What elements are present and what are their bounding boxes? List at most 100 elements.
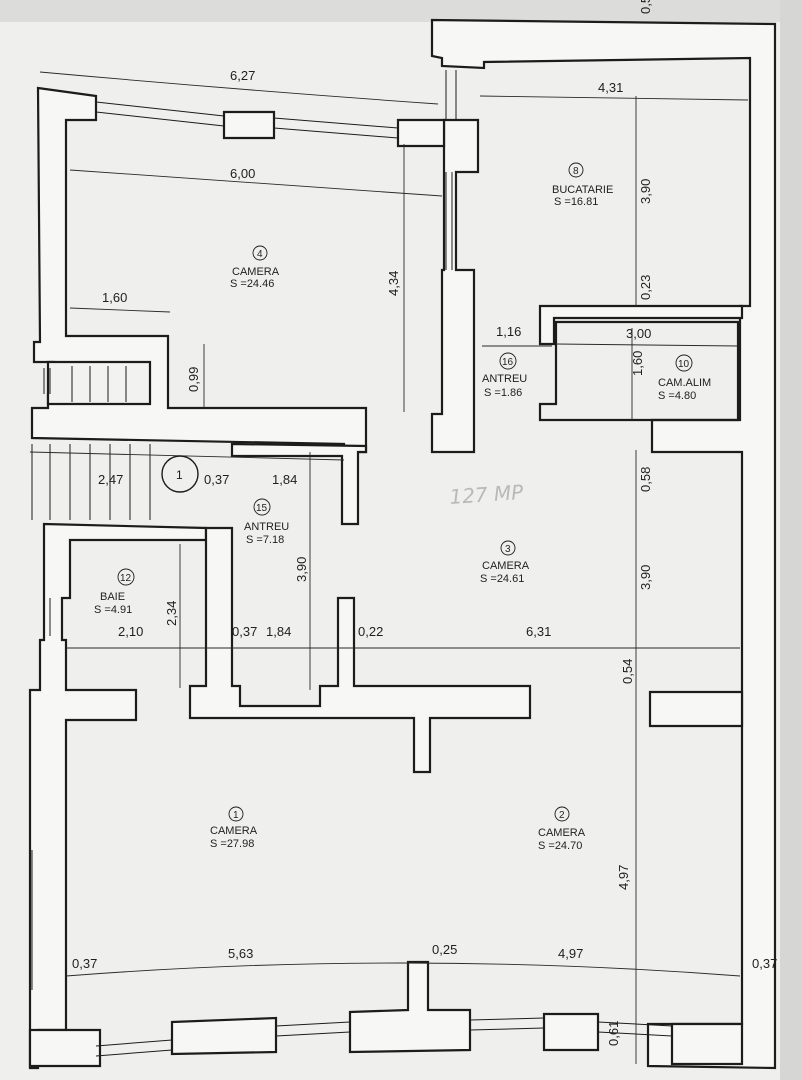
staircase (31, 366, 151, 520)
corner-label: 0,5 (638, 0, 653, 14)
room-15: 15 ANTREU S =7.18 (244, 498, 289, 546)
room-name: CAMERA (232, 266, 280, 278)
room-area: S =16.81 (554, 196, 598, 208)
dim-label: 0,22 (358, 624, 383, 639)
room-10: 10 CAM.ALIM S =4.80 (658, 354, 711, 402)
dim-label: 0,99 (186, 367, 201, 392)
dim-label: 4,97 (558, 946, 583, 961)
dim-label: 3,90 (638, 179, 653, 204)
wall-pier-top (396, 118, 446, 148)
room-number: 16 (502, 357, 514, 368)
room-area: S =24.46 (230, 278, 274, 290)
handwritten-note: 127 MP (449, 480, 525, 509)
room-number: 4 (257, 249, 263, 260)
dim-label: 4,31 (598, 80, 623, 95)
wall-bath-right (188, 526, 532, 774)
dim-label: 2,47 (98, 472, 123, 487)
room-16: 16 ANTREU S =1.86 (482, 352, 527, 399)
wall-pantry-box (538, 320, 740, 422)
section-marker-label: 1 (176, 468, 183, 482)
dim-label: 0,54 (620, 659, 635, 684)
wall-bottom-pier-left (170, 1016, 278, 1056)
dim-label: 0,23 (638, 275, 653, 300)
wall-bottom-corner-right (670, 1022, 744, 1066)
room-number-circle (500, 540, 516, 556)
room-area: S =24.61 (480, 573, 524, 585)
dim-label: 1,60 (630, 351, 645, 376)
room-number-circle (499, 352, 517, 370)
room-name: ANTREU (482, 373, 527, 385)
room-name: CAM.ALIM (658, 377, 711, 389)
room-number: 3 (505, 544, 511, 555)
dim-label: 2,10 (118, 624, 143, 639)
wall-window-pier-top (222, 110, 276, 140)
dim-label: 1,84 (272, 472, 297, 487)
room-12: 12 BAIE S =4.91 (94, 568, 135, 616)
dim-label: 0,58 (638, 467, 653, 492)
room-area: S =4.80 (658, 390, 696, 402)
wall-stair-block (46, 360, 152, 406)
wall-right-step (648, 690, 744, 728)
room-area: S =24.70 (538, 840, 582, 852)
room-2: 2 CAMERA S =24.70 (538, 806, 586, 852)
room-name: ANTREU (244, 521, 289, 533)
dim-label: 1,16 (496, 324, 521, 339)
dim-label: 4,34 (386, 271, 401, 296)
dim-label: 3,00 (626, 326, 651, 341)
room-number: 2 (559, 810, 565, 821)
dim-label: 0,37 (752, 956, 777, 971)
table-surface-right (780, 0, 802, 1080)
window-lines (31, 70, 673, 1057)
room-number-circle (228, 806, 244, 822)
room-name: CAMERA (210, 825, 258, 837)
wall-bathroom (28, 522, 208, 1070)
room-8: 8 BUCATARIE S =16.81 (552, 162, 613, 208)
room-area: S =7.18 (246, 534, 284, 546)
room-number: 1 (233, 810, 239, 821)
room-number-circle (675, 354, 693, 372)
room-name: BUCATARIE (552, 184, 613, 196)
dim-label: 1,84 (266, 624, 291, 639)
wall-antreu-top (230, 442, 368, 526)
room-area: S =4.91 (94, 604, 132, 616)
dim-label: 3,90 (638, 565, 653, 590)
room-area: S =1.86 (484, 387, 522, 399)
wall-bottom-pier-right (542, 1012, 600, 1052)
walls (28, 18, 777, 1070)
room-number-circle (117, 568, 135, 586)
dim-label: 4,97 (616, 865, 631, 890)
room-area: S =27.98 (210, 838, 254, 850)
dim-label: 1,60 (102, 290, 127, 305)
room-name: BAIE (100, 591, 125, 603)
dim-label: 3,90 (294, 557, 309, 582)
dim-label: 2,34 (164, 601, 179, 626)
dim-label: 0,25 (432, 942, 457, 957)
room-name: CAMERA (538, 827, 586, 839)
dim-label: 0,37 (204, 472, 229, 487)
section-marker-circle (161, 455, 199, 493)
room-number-circle (554, 806, 570, 822)
dimension-labels: 6,27 4,31 6,00 3,90 4,34 0,23 1,60 1,16 … (72, 68, 777, 1046)
room-1: 1 CAMERA S =27.98 (210, 806, 258, 850)
dim-label: 0,61 (606, 1021, 621, 1046)
room-4: 4 CAMERA S =24.46 (230, 245, 280, 290)
wall-kitchen-column (430, 118, 480, 454)
dim-label: 6,27 (230, 68, 255, 83)
room-name: CAMERA (482, 560, 530, 572)
room-number: 10 (678, 359, 690, 370)
room-number-circle (253, 498, 271, 516)
room-number-circle (568, 162, 584, 178)
dim-label: 5,63 (228, 946, 253, 961)
dim-label: 0,37 (72, 956, 97, 971)
paper-shadow-edge (0, 0, 802, 22)
room-number: 15 (256, 503, 268, 514)
dim-label: 6,31 (526, 624, 551, 639)
room-number: 12 (120, 573, 132, 584)
wall-top-right (430, 18, 777, 1070)
wall-bottom (28, 1028, 102, 1068)
dimension-lines (29, 71, 749, 1064)
room-number: 8 (573, 166, 579, 177)
dim-label: 6,00 (230, 166, 255, 181)
wall-kitchen-bottom (538, 304, 744, 346)
